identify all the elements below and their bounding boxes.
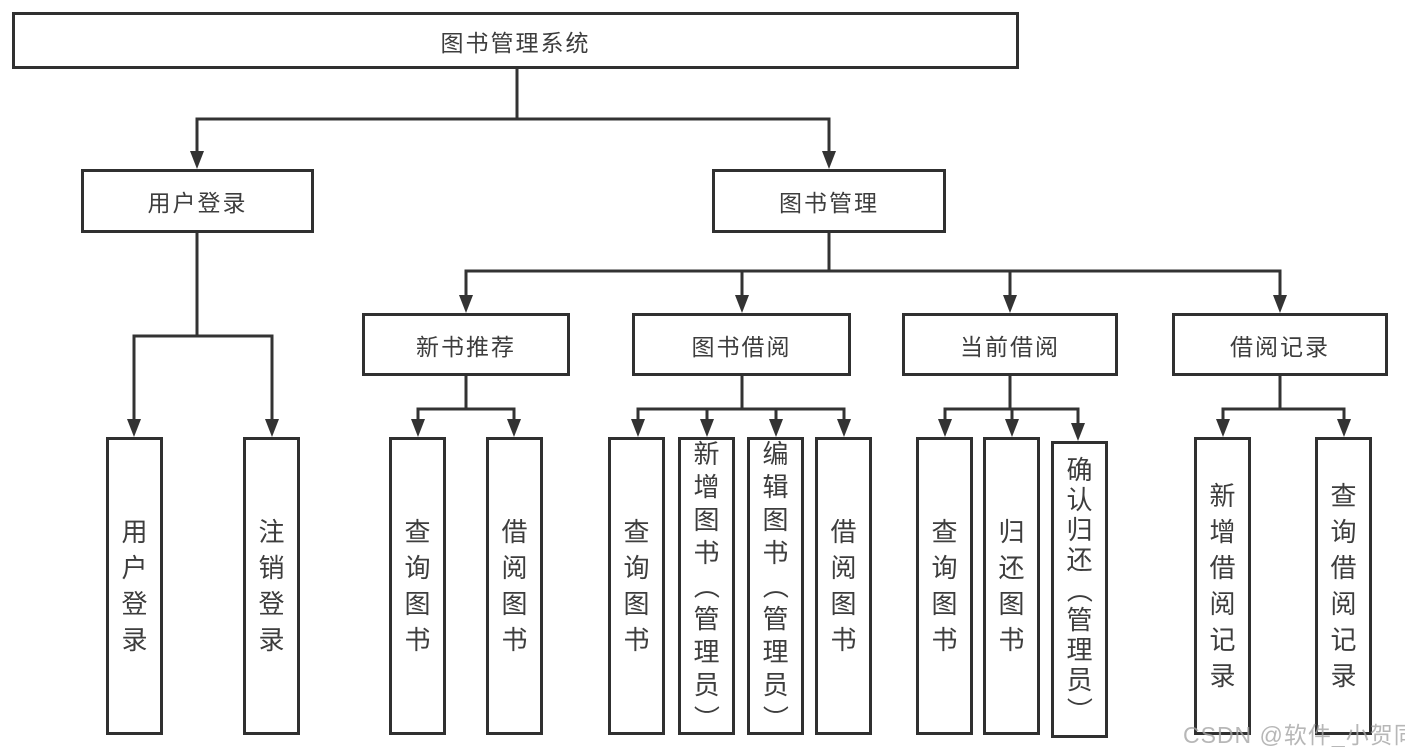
leaf-logout: 注销登录: [243, 437, 300, 735]
watermark: CSDN @软件_小贺同学: [1183, 722, 1405, 747]
node-root-system: 图书管理系统: [12, 12, 1019, 69]
node-current-borrowing: 当前借阅: [902, 313, 1118, 376]
leaf-borrow-query-books: 查询图书: [608, 437, 665, 735]
leaf-edit-books-admin: 编辑图书（管理员）: [747, 437, 804, 735]
leaf-recommend-query-books: 查询图书: [389, 437, 446, 735]
node-book-management: 图书管理: [712, 169, 946, 233]
leaf-user-login: 用户登录: [106, 437, 163, 735]
leaf-confirm-return-admin: 确认归还（管理员）: [1051, 441, 1108, 738]
leaf-query-borrow-record: 查询借阅记录: [1315, 437, 1372, 735]
node-user-login: 用户登录: [81, 169, 314, 233]
node-new-book-recommend: 新书推荐: [362, 313, 570, 376]
leaf-borrow-books: 借阅图书: [815, 437, 872, 735]
leaf-return-books: 归还图书: [983, 437, 1040, 735]
leaf-add-books-admin: 新增图书（管理员）: [678, 437, 735, 735]
node-borrowing-records: 借阅记录: [1172, 313, 1388, 376]
leaf-current-query-books: 查询图书: [916, 437, 973, 735]
leaf-recommend-borrow-books: 借阅图书: [486, 437, 543, 735]
leaf-add-borrow-record: 新增借阅记录: [1194, 437, 1251, 735]
node-book-borrowing: 图书借阅: [632, 313, 851, 376]
